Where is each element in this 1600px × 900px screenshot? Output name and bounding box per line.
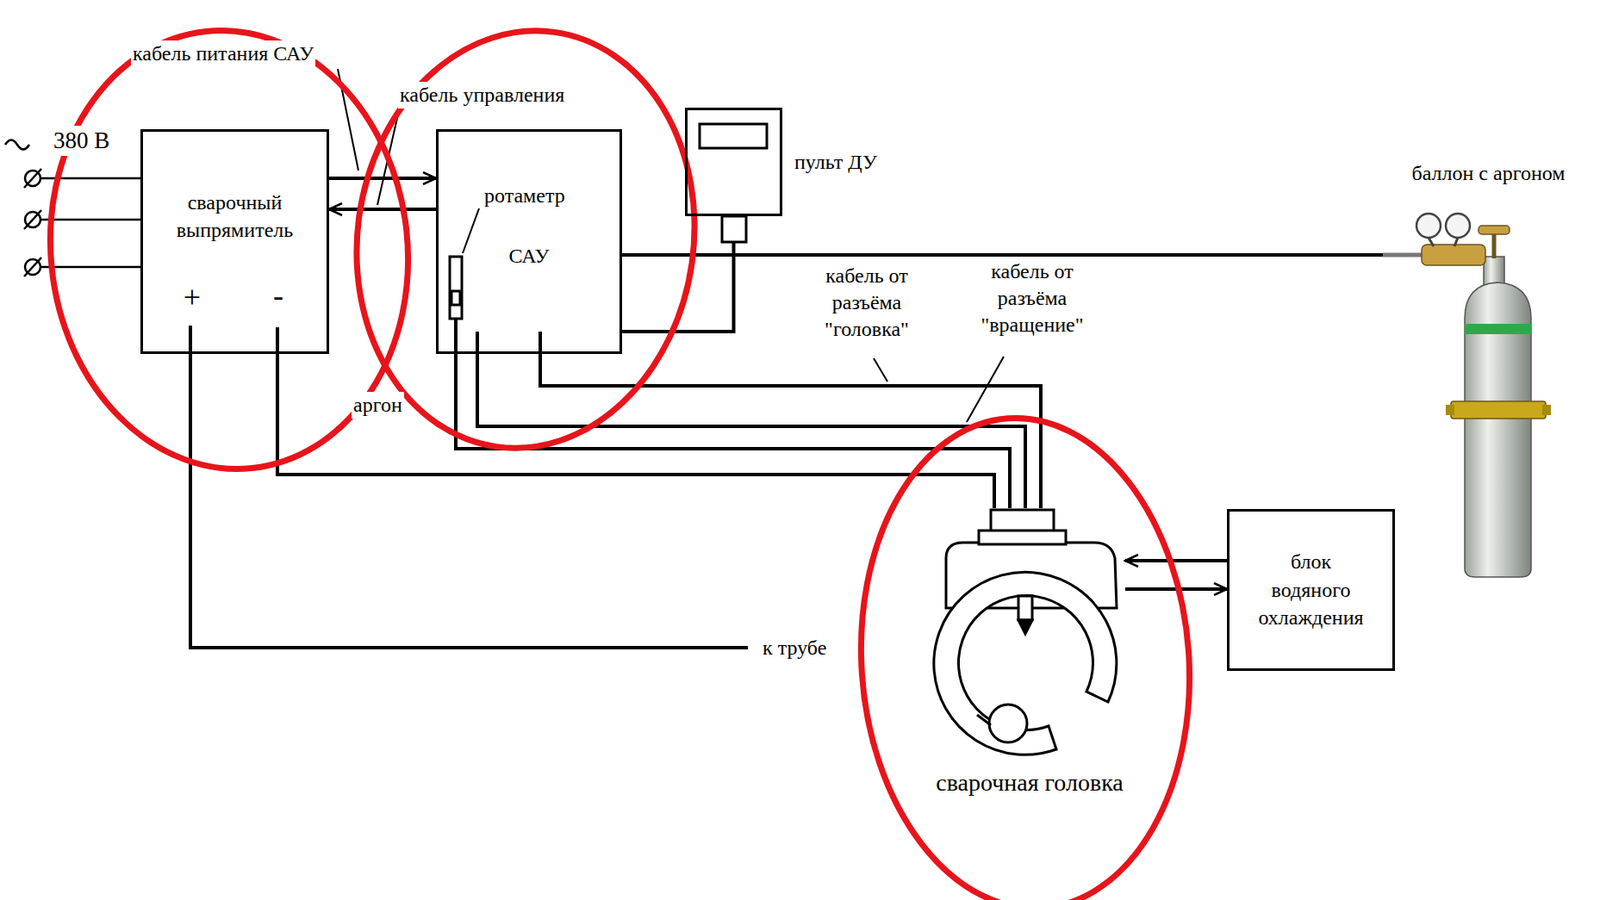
terminal-sign: + xyxy=(177,276,207,319)
rectifier-box: сварочный выпрямитель + - xyxy=(140,129,330,355)
terminal-sign: - xyxy=(265,274,292,318)
part-label: ротаметр xyxy=(482,182,567,210)
node-label: сварочный выпрямитель xyxy=(143,188,327,245)
connector xyxy=(329,207,436,212)
cable-label: кабель питания САУ xyxy=(130,40,316,68)
cable-label: кабель управления xyxy=(398,81,567,109)
ac-symbol xyxy=(5,140,30,150)
node-label: сварочная головка xyxy=(933,766,1126,800)
voltage-label: 380 В xyxy=(51,125,112,156)
cable-label: кабель от разъёма "головка" xyxy=(816,262,917,344)
node-label: пульт ДУ xyxy=(794,148,878,176)
welding-head-drawing xyxy=(933,510,1117,755)
rotameter-symbol xyxy=(449,256,462,319)
remote-control-box: пульт ДУ xyxy=(684,107,783,217)
connector xyxy=(277,354,995,509)
connector xyxy=(622,253,1383,257)
gas-label: аргон xyxy=(351,392,405,419)
remote-screen xyxy=(699,124,767,149)
control-unit-box: САУ xyxy=(435,129,623,355)
remote-plug xyxy=(722,216,747,243)
cable-label: кабель от разъёма "вращение" xyxy=(977,258,1087,340)
wire-label: к трубе xyxy=(760,635,829,662)
connector xyxy=(477,354,1026,509)
connector xyxy=(1125,559,1227,563)
cooling-unit-box: блок водяного охлаждения xyxy=(1226,509,1395,672)
node-label: блок водяного охлаждения xyxy=(1251,547,1372,632)
wires xyxy=(190,318,748,648)
node-label: баллон с аргоном xyxy=(1382,159,1594,187)
connector xyxy=(329,176,436,181)
node-label: САУ xyxy=(438,242,620,270)
mains-terminals xyxy=(24,168,141,277)
highlight-ellipses xyxy=(28,8,1206,900)
argon-cylinder xyxy=(1382,213,1551,578)
argon-cylinder-node: баллон с аргоном xyxy=(1382,159,1594,582)
welding-head-node: сварочная головка xyxy=(933,508,1126,836)
